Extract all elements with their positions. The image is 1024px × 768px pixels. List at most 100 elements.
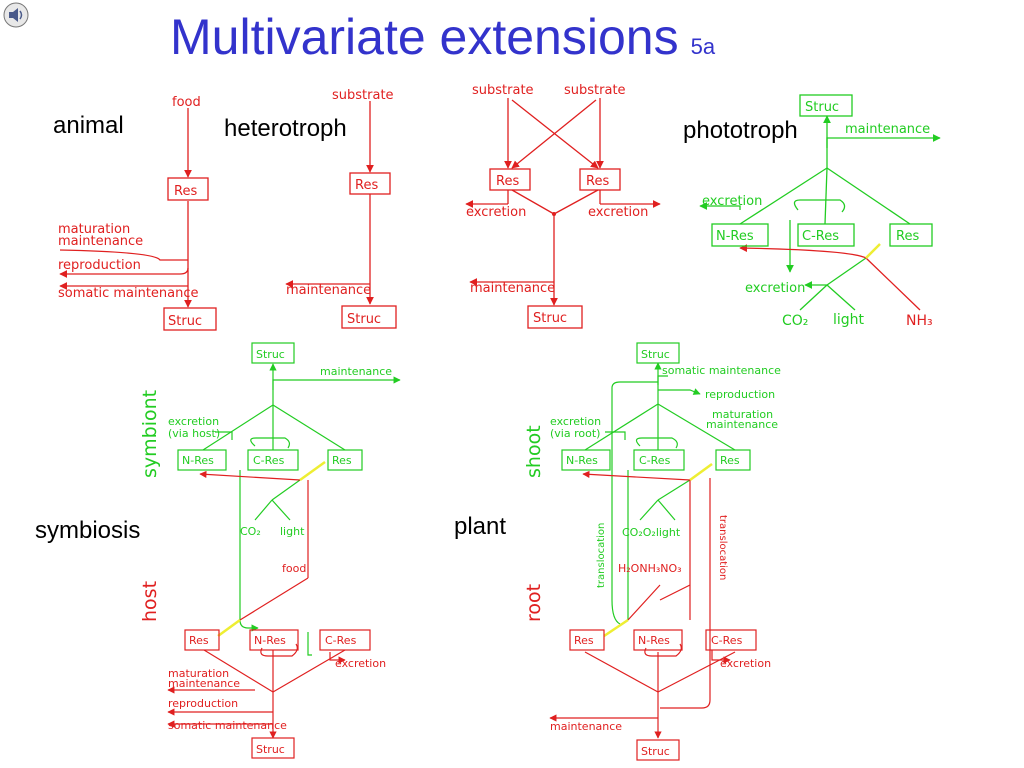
label-animal: animal: [53, 112, 124, 139]
diagram-animal: [59, 108, 192, 308]
ts-substrate-label-1: substrate: [472, 83, 534, 98]
plant-nres-top-label: N-Res: [566, 454, 598, 467]
ts-substrate-label-2: substrate: [564, 83, 626, 98]
plant-cres-bottom-label: C-Res: [711, 634, 743, 647]
animal-res-box: [167, 177, 209, 201]
hetero-substrate-label: substrate: [332, 88, 394, 103]
diagram-plant-green: [584, 362, 736, 625]
photo-excretion-top: excretion: [702, 194, 762, 209]
photo-co2-label: CO₂: [782, 313, 808, 329]
sym-maintenance-bottom: maintenance: [168, 677, 240, 690]
sym-excretion-bottom: excretion: [335, 657, 386, 670]
diagram-phototroph-nodes: Struc maintenance excretion N-Res C-Res …: [702, 94, 933, 329]
plant-res-top-label: Res: [720, 454, 740, 467]
sym-maintenance-label: maintenance: [320, 365, 392, 378]
sym-struc-top-label: Struc: [256, 348, 285, 361]
plant-cres-top-box: [633, 449, 685, 471]
plant-somatic-top: somatic maintenance: [662, 364, 781, 377]
photo-res-label: Res: [896, 229, 919, 244]
sym-symbiont-label: symbiont: [139, 390, 161, 478]
sym-maturation-label: maturation: [168, 667, 229, 680]
diagram-two-substrate: [465, 98, 661, 306]
animal-food-label: food: [172, 95, 201, 110]
sym-nres-bottom-label: N-Res: [254, 634, 286, 647]
plant-maintenance-top: maintenance: [706, 418, 778, 431]
ts-res-label-2: Res: [586, 174, 609, 189]
animal-struc-label: Struc: [168, 314, 202, 329]
ts-excretion-right: excretion: [588, 205, 648, 220]
plant-maturation-label: maturation: [712, 408, 773, 421]
plant-res-bottom-label: Res: [574, 634, 594, 647]
diagram-phototroph-red: [739, 244, 921, 311]
plant-nres-bottom-label: N-Res: [638, 634, 670, 647]
diagram-plant-nodes: Struc somatic maintenance reproduction m…: [523, 342, 781, 761]
label-phototroph: phototroph: [683, 117, 798, 144]
sym-cres-top-label: C-Res: [253, 454, 285, 467]
plant-cres-top-label: C-Res: [639, 454, 671, 467]
ts-maintenance-label: maintenance: [470, 281, 555, 296]
photo-struc-label: Struc: [805, 100, 839, 115]
label-symbiosis: symbiosis: [35, 517, 141, 544]
title-text: Multivariate extensions: [170, 9, 679, 65]
sym-res-top-box: [327, 449, 363, 471]
plant-coupling-upper: [689, 462, 713, 482]
symbiosis-coupling-lower: [217, 618, 241, 638]
sym-cres-bottom-label: C-Res: [325, 634, 357, 647]
sym-cres-bottom-box: [319, 629, 371, 651]
plant-maintenance-bottom: maintenance: [550, 720, 622, 733]
plant-res-bottom-box: [569, 629, 605, 651]
plant-excretion-bottom: excretion: [720, 657, 771, 670]
animal-maturation-label: maturation: [58, 222, 130, 237]
sym-co2-label: CO₂: [240, 525, 261, 538]
sym-light-label: light: [280, 525, 305, 538]
plant-struc-top-label: Struc: [641, 348, 670, 361]
plant-cres-bottom-box: [705, 629, 757, 651]
speaker-icon[interactable]: [2, 2, 30, 28]
sym-nres-top-box: [177, 449, 227, 471]
hetero-struc-box: [341, 305, 397, 329]
diagram-symbiosis-green: [202, 363, 401, 656]
ts-excretion-left: excretion: [466, 205, 526, 220]
photo-nres-label: N-Res: [716, 229, 754, 244]
plant-co2o2light-label: CO₂O₂light: [622, 526, 681, 539]
animal-struc-box: [163, 307, 217, 331]
animal-res-label: Res: [174, 184, 197, 199]
photo-res-box: [889, 223, 933, 247]
photo-maintenance-label: maintenance: [845, 122, 930, 137]
label-plant: plant: [454, 513, 507, 540]
sym-reproduction-label: reproduction: [168, 697, 238, 710]
plant-translocation-right: translocation: [717, 515, 728, 580]
diagram-animal-nodes: food Res Struc maturation maintenance re…: [58, 95, 217, 331]
plant-nutrients-label: H₂ONH₃NO₃: [618, 562, 682, 575]
animal-maintenance-label: maintenance: [58, 234, 143, 249]
slide-number: 5a: [690, 34, 716, 59]
sym-somatic-label: somatic maintenance: [168, 719, 287, 732]
diagram-two-substrate-nodes: substrate substrate Res Res excretion ex…: [466, 83, 648, 329]
ts-res-box-1: [489, 168, 531, 191]
plant-coupling-lower: [603, 618, 629, 638]
diagram-symbiosis-nodes: Struc maintenance excretion (via host) N…: [139, 342, 392, 759]
animal-somatic-label: somatic maintenance: [58, 286, 199, 301]
sym-res-bottom-box: [184, 629, 220, 651]
plant-nres-bottom-box: [633, 629, 683, 651]
plant-res-top-box: [715, 449, 751, 471]
photo-nres-box: [711, 223, 769, 247]
sym-struc-top-box: [251, 342, 295, 364]
hetero-res-box: [349, 172, 391, 195]
two-substrate-merge-point: [552, 212, 556, 216]
photo-excretion-bottom: excretion: [745, 281, 805, 296]
photo-nh3-label: NH₃: [906, 313, 933, 329]
ts-res-label-1: Res: [496, 174, 519, 189]
sym-struc-bottom-box: [251, 737, 295, 759]
phototroph-coupling: [865, 243, 881, 259]
hetero-struc-label: Struc: [347, 312, 381, 327]
symbiosis-coupling-upper: [299, 460, 326, 482]
plant-translocation-left: translocation: [596, 523, 607, 588]
label-heterotroph: heterotroph: [224, 115, 347, 142]
animal-reproduction-label: reproduction: [58, 258, 141, 273]
ts-struc-box: [527, 305, 583, 329]
plant-shoot-label: shoot: [523, 425, 545, 478]
sym-food-label: food: [282, 562, 306, 575]
photo-light-label: light: [833, 312, 865, 328]
